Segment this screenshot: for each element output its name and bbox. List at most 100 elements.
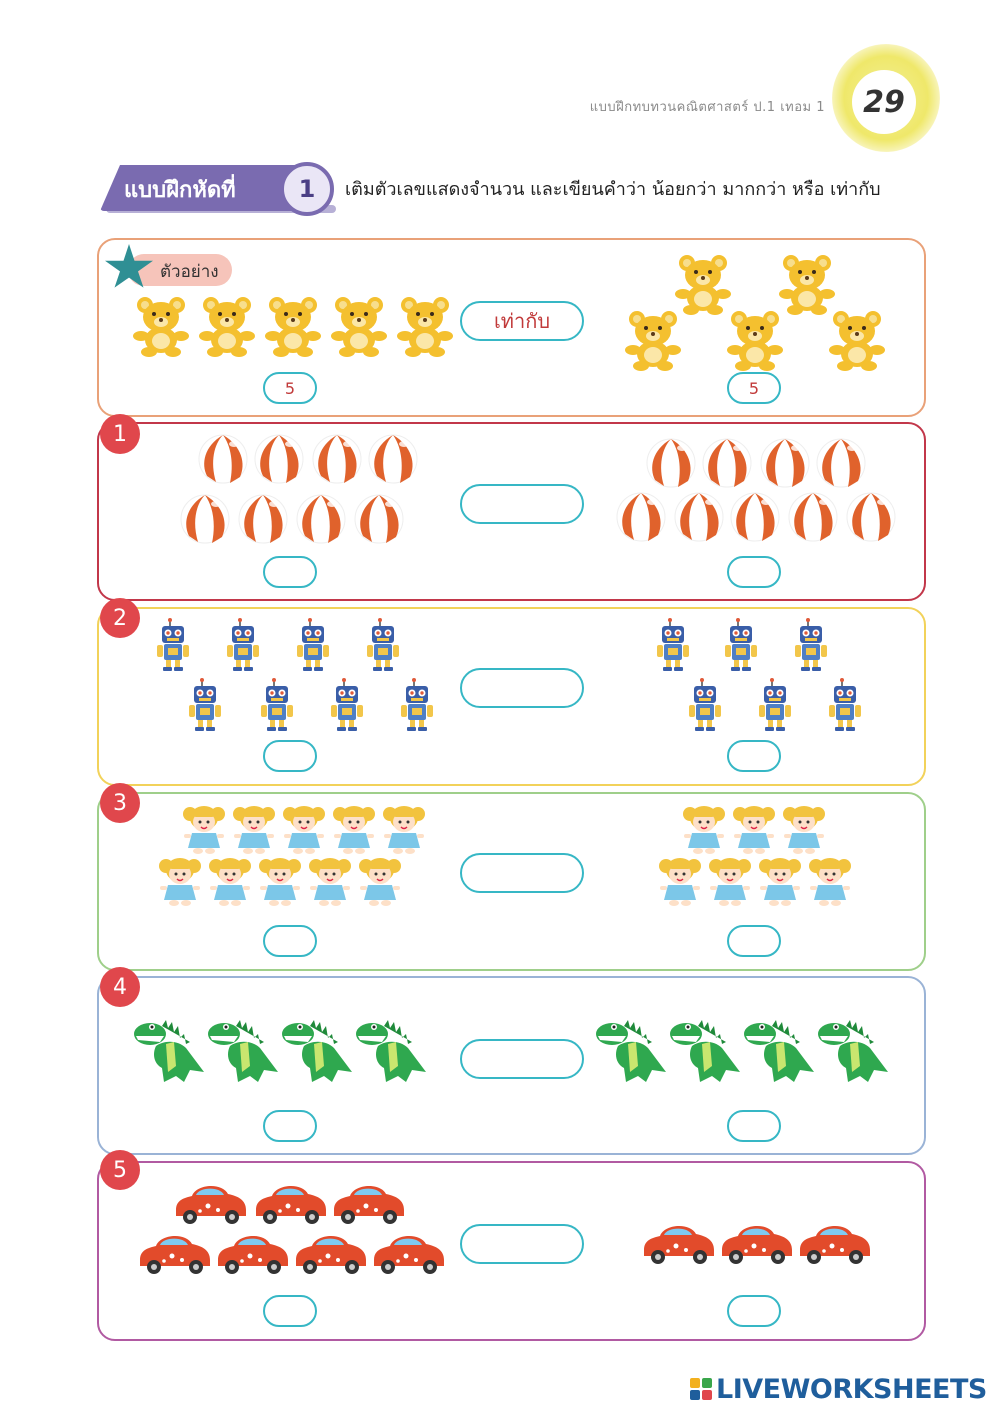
robot-icon — [689, 678, 721, 731]
dinosaur-icon — [282, 1020, 352, 1082]
beach-ball-icon — [368, 434, 418, 484]
problem-1-panel — [97, 422, 926, 601]
problem-2-panel — [97, 607, 926, 786]
liveworksheets-brand: LIVEWORKSHEETS — [716, 1373, 987, 1405]
robot-icon — [367, 618, 399, 671]
beach-ball-icon — [616, 492, 666, 542]
beach-ball-icon — [312, 434, 362, 484]
doll-icon — [709, 858, 751, 906]
doll-icon — [259, 858, 301, 906]
problem-4-number: 4 — [100, 967, 140, 1007]
toy-car-icon — [800, 1225, 870, 1264]
problem-5-panel — [97, 1161, 926, 1341]
problem-5-right-input[interactable] — [727, 1295, 781, 1327]
problem-4-relation-input[interactable] — [460, 1039, 584, 1079]
problem-4-right-input[interactable] — [727, 1110, 781, 1142]
robot-icon — [157, 618, 189, 671]
robot-icon — [759, 678, 791, 731]
teddy-bear-icon — [199, 297, 255, 357]
teddy-bear-icon — [779, 255, 835, 315]
exercise-instruction: เติมตัวเลขแสดงจำนวน และเขียนคำว่า น้อยกว… — [345, 179, 881, 200]
problem-3-left-input[interactable] — [263, 925, 317, 957]
dinosaur-icon — [744, 1020, 814, 1082]
doll-icon — [359, 858, 401, 906]
doll-icon — [209, 858, 251, 906]
doll-icon — [183, 806, 225, 854]
problem-1-relation-input[interactable] — [460, 484, 584, 524]
toy-car-icon — [176, 1185, 246, 1224]
example-right-count: 5 — [727, 372, 781, 404]
dinosaur-icon — [818, 1020, 888, 1082]
teddy-bear-icon — [265, 297, 321, 357]
doll-icon — [759, 858, 801, 906]
liveworksheets-logo: LIVEWORKSHEETS — [690, 1373, 987, 1405]
dinosaur-icon — [134, 1020, 204, 1082]
beach-ball-icon — [198, 434, 248, 484]
exercise-number: 1 — [280, 162, 334, 216]
robot-icon — [795, 618, 827, 671]
example-panel — [97, 238, 926, 417]
example-tag — [128, 254, 232, 286]
exercise-label: แบบฝึกหัดที่ — [124, 178, 236, 203]
robot-icon — [401, 678, 433, 731]
toy-car-icon — [374, 1235, 444, 1274]
doll-icon — [309, 858, 351, 906]
beach-ball-icon — [674, 492, 724, 542]
problem-5-number: 5 — [100, 1150, 140, 1190]
problem-2-relation-input[interactable] — [460, 668, 584, 708]
doll-icon — [283, 806, 325, 854]
robot-icon — [331, 678, 363, 731]
problem-2-number: 2 — [100, 598, 140, 638]
problem-3-right-input[interactable] — [727, 925, 781, 957]
teddy-bear-icon — [133, 297, 189, 357]
dinosaur-icon — [208, 1020, 278, 1082]
problem-4-left-input[interactable] — [263, 1110, 317, 1142]
beach-ball-icon — [846, 492, 896, 542]
robot-icon — [227, 618, 259, 671]
robot-icon — [829, 678, 861, 731]
doll-icon — [683, 806, 725, 854]
robot-icon — [261, 678, 293, 731]
dinosaur-icon — [356, 1020, 426, 1082]
toy-car-icon — [644, 1225, 714, 1264]
beach-ball-icon — [816, 438, 866, 488]
robot-icon — [657, 618, 689, 671]
doll-icon — [233, 806, 275, 854]
toy-car-icon — [218, 1235, 288, 1274]
robot-icon — [189, 678, 221, 731]
robot-icon — [725, 618, 757, 671]
toy-car-icon — [296, 1235, 366, 1274]
problem-3-relation-input[interactable] — [460, 853, 584, 893]
teddy-bear-icon — [397, 297, 453, 357]
book-title: แบบฝึกทบทวนคณิตศาสตร์ ป.1 เทอม 1 — [589, 100, 825, 115]
toy-car-icon — [256, 1185, 326, 1224]
problem-2-right-input[interactable] — [727, 740, 781, 772]
beach-ball-icon — [354, 494, 404, 544]
problem-1-left-input[interactable] — [263, 556, 317, 588]
beach-ball-icon — [254, 434, 304, 484]
doll-icon — [659, 858, 701, 906]
liveworksheets-mark-icon — [690, 1378, 712, 1400]
problem-2-left-input[interactable] — [263, 740, 317, 772]
problem-4-panel — [97, 976, 926, 1155]
toy-car-icon — [722, 1225, 792, 1264]
problem-3-panel — [97, 792, 926, 971]
exercise-banner — [100, 165, 300, 211]
beach-ball-icon — [238, 494, 288, 544]
problem-5-relation-input[interactable] — [460, 1224, 584, 1264]
problem-5-left-input[interactable] — [263, 1295, 317, 1327]
beach-ball-icon — [760, 438, 810, 488]
teddy-bear-icon — [675, 255, 731, 315]
example-relation-box: เท่ากับ — [460, 301, 584, 341]
teddy-bear-icon — [625, 311, 681, 371]
doll-icon — [333, 806, 375, 854]
beach-ball-icon — [788, 492, 838, 542]
toy-car-icon — [140, 1235, 210, 1274]
problem-1-right-input[interactable] — [727, 556, 781, 588]
doll-icon — [383, 806, 425, 854]
teddy-bear-icon — [727, 311, 783, 371]
doll-icon — [733, 806, 775, 854]
toy-car-icon — [334, 1185, 404, 1224]
problem-1-number: 1 — [100, 414, 140, 454]
dinosaur-icon — [596, 1020, 666, 1082]
